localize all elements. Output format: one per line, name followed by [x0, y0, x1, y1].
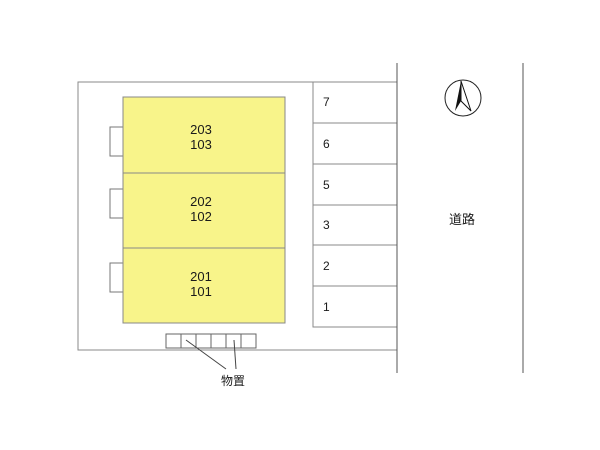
unit-number-lower: 102: [190, 209, 212, 224]
north-arrow-icon: [444, 79, 482, 117]
unit-label-group: 203 103: [171, 122, 231, 152]
entrance-step: [109, 262, 124, 293]
storage-sheds: [165, 333, 257, 349]
building-unit-block: [122, 96, 286, 174]
parking-space-number: 3: [323, 218, 330, 232]
unit-number-lower: 103: [190, 137, 212, 152]
road-label: 道路: [449, 212, 476, 227]
entrance-step: [109, 188, 124, 219]
parking-space-number: 2: [323, 259, 330, 273]
storage-leader-line: [233, 339, 237, 370]
storage-leader-line: [185, 339, 227, 370]
unit-number-upper: 202: [190, 194, 212, 209]
building-unit-block: [122, 247, 286, 324]
parking-space-number: 6: [323, 137, 330, 151]
unit-number-lower: 101: [190, 284, 212, 299]
building-unit-block: [122, 172, 286, 249]
parking-space-number: 1: [323, 300, 330, 314]
entrance-step: [109, 126, 124, 157]
parking-space-number: 7: [323, 95, 330, 109]
unit-label-group: 201 101: [171, 269, 231, 299]
unit-label-group: 202 102: [171, 194, 231, 224]
unit-number-upper: 203: [190, 122, 212, 137]
storage-label: 物置: [221, 374, 246, 388]
property-boundary: [77, 81, 397, 351]
unit-number-upper: 201: [190, 269, 212, 284]
parking-space-number: 5: [323, 178, 330, 192]
